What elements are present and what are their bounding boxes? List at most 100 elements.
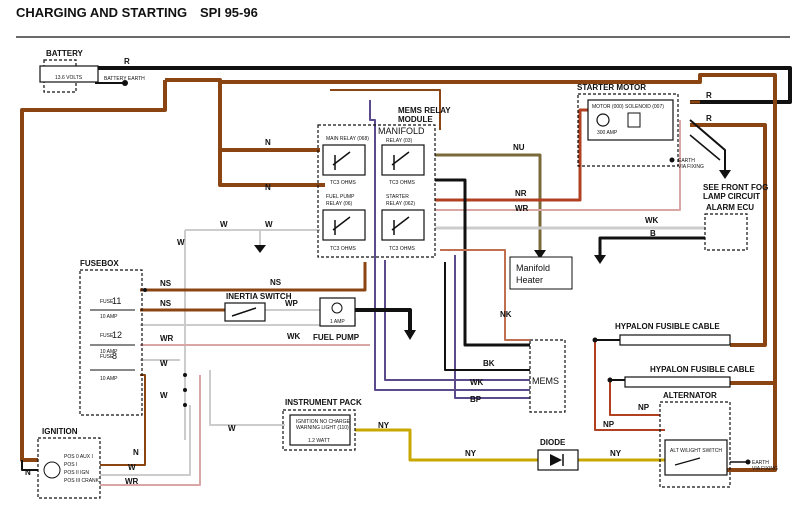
wire-label-w-fuse8: W: [160, 359, 168, 368]
fuel-pump-inner: 1 AMP: [330, 319, 345, 325]
wire-label-ns-2: NS: [160, 279, 172, 288]
np-lower-wire: [594, 340, 665, 431]
purple-wire-1: [369, 100, 530, 391]
fuel-pump-earth-arrow: [404, 330, 416, 340]
instrument-pack-line1: IGNITION NO CHARGE: [296, 419, 351, 425]
ignition-pos-3: POS III CRANK: [64, 478, 100, 484]
brown-to-fuelpump-relay: [218, 82, 325, 187]
alternator-box: [659, 401, 731, 488]
manifold-relay-body: [381, 144, 425, 176]
battery-label: BATTERY: [46, 49, 84, 58]
instrument-pack: INSTRUMENT PACK IGNITION NO CHARGE WARNI…: [282, 398, 362, 451]
wire-label-w-instrument: W: [228, 424, 236, 433]
earth-symbols: [122, 80, 751, 465]
ignition-key-icon: [43, 461, 61, 479]
alternator-earth-note: VIA FIXING: [752, 466, 778, 472]
fuse-1-name: FUSE: [100, 299, 114, 305]
wire-label-w-vert: W: [177, 238, 185, 247]
b-alarm-earth-wire: [598, 236, 705, 255]
battery-earth-point: [122, 80, 128, 86]
manifold-heater-line2: Heater: [516, 275, 543, 285]
starter-earth-label: EARTH: [678, 158, 695, 164]
wire-label-wr-lower: WR: [160, 334, 174, 343]
mems: MEMS: [529, 339, 566, 413]
wire-label-wk-alarm: WK: [645, 216, 659, 225]
solenoid-icon: [627, 112, 641, 128]
fusebox-box: [79, 269, 143, 416]
starter-relay-label-1: STARTER: [386, 194, 409, 200]
starter-relay-switch-icon: [391, 216, 410, 235]
hypalon-cables: HYPALON FUSIBLE CABLE HYPALON FUSIBLE CA…: [615, 322, 755, 388]
starter-motor-label: STARTER MOTOR: [577, 83, 646, 92]
mems-relay-manifold: MANIFOLD: [378, 126, 425, 136]
w-junction-2: [183, 388, 187, 392]
fuse-1-number: 11: [112, 296, 121, 306]
wire-label-ny-1: NY: [378, 421, 390, 430]
wire-label-wr-upper: WR: [515, 204, 529, 213]
fuel-pump-relay-switch-icon: [332, 216, 351, 235]
wire-label-ns-1: NS: [270, 278, 282, 287]
starter-earth-point: [669, 157, 675, 163]
instrument-pack-box: [282, 409, 356, 451]
fuse-2-number: 12: [112, 330, 122, 340]
w-ignition-wire: [100, 405, 191, 476]
main-relay-label: MAIN RELAY (068): [326, 136, 369, 142]
manifold-heater-line1: Manifold: [516, 263, 550, 273]
instrument-pack-watt: 1.2 WATT: [308, 438, 330, 444]
wire-label-wr-ignition: WR: [125, 477, 139, 486]
starter-motor-solenoid: SOLENOID (007): [625, 104, 664, 110]
wire-label-w-1: W: [220, 220, 228, 229]
alternator: ALTERNATOR ALT W/LIGHT SWITCH EARTH VIA …: [659, 391, 778, 488]
fuel-pump-relay-label-2: RELAY (06): [326, 201, 353, 207]
manifold-heater-box: [509, 256, 573, 290]
ny-wire-1: [355, 428, 538, 462]
wire-label-ny-2: NY: [465, 449, 477, 458]
wire-label-nu: NU: [513, 143, 525, 152]
ignition: IGNITION POS 0 AUX I POS I POS II IGN PO…: [37, 427, 101, 499]
ignition-label: IGNITION: [42, 427, 78, 436]
hypalon2-cable: [624, 376, 731, 388]
alarm-ecu: ALARM ECU: [704, 203, 754, 251]
front-fog-arrow: [719, 170, 731, 179]
wire-label-bk: BK: [483, 359, 495, 368]
ignition-pos-1: POS I: [64, 462, 77, 468]
fuse-3-rating: 10 AMP: [100, 376, 118, 382]
inertia-switch-icon: [231, 307, 257, 317]
nu-arrow: [534, 250, 546, 259]
nk-wire: [440, 249, 530, 341]
ignition-pos-0: POS 0 AUX I: [64, 454, 93, 460]
purple-wire-2: [384, 260, 530, 381]
wire-label-nr: NR: [515, 189, 527, 198]
brown-starter-to-hypalon1: [690, 123, 767, 347]
wr-upper-wire: [435, 120, 681, 211]
diagram-title: CHARGING AND STARTING: [16, 5, 187, 20]
wire-code-labels: R R R N N N N NU NR WR WR WR WK WK WK B …: [25, 57, 712, 486]
diode-symbol-icon: [550, 454, 562, 466]
inertia-switch-label: INERTIA SWITCH: [226, 292, 292, 301]
w-junction-3: [183, 403, 187, 407]
battery-cell: [39, 65, 99, 83]
wire-label-wp: WP: [285, 299, 299, 308]
inertia-switch: INERTIA SWITCH: [224, 292, 292, 322]
fuel-pump-relay-body: [322, 209, 366, 241]
starter-earth-lead: [689, 134, 721, 161]
wire-label-w-lower: W: [160, 391, 168, 400]
mems-relay-box: [317, 124, 436, 258]
main-relay-switch-icon: [332, 151, 351, 170]
starter-motor: STARTER MOTOR MOTOR (000) SOLENOID (007)…: [577, 83, 704, 170]
main-relay-body: [322, 144, 366, 176]
fuel-pump-label: FUEL PUMP: [313, 333, 360, 342]
hypalon1-cable: [619, 334, 731, 346]
wire-label-b: B: [650, 229, 656, 238]
fuel-pump-earth-wire: [355, 308, 412, 330]
mems-box: [529, 339, 566, 413]
brown-relay-top: [330, 89, 441, 130]
wire-label-w-2: W: [265, 220, 273, 229]
front-fog-lead: [689, 119, 726, 170]
alarm-earth-arrow: [594, 255, 606, 264]
starter-motor-box: [577, 93, 679, 167]
alternator-switch-label: ALT W/LIGHT SWITCH: [670, 448, 722, 454]
w-earth-arrow: [254, 245, 266, 253]
fuse-1-rating: 10 AMP: [100, 314, 118, 320]
hypalon1-junction: [592, 337, 598, 343]
